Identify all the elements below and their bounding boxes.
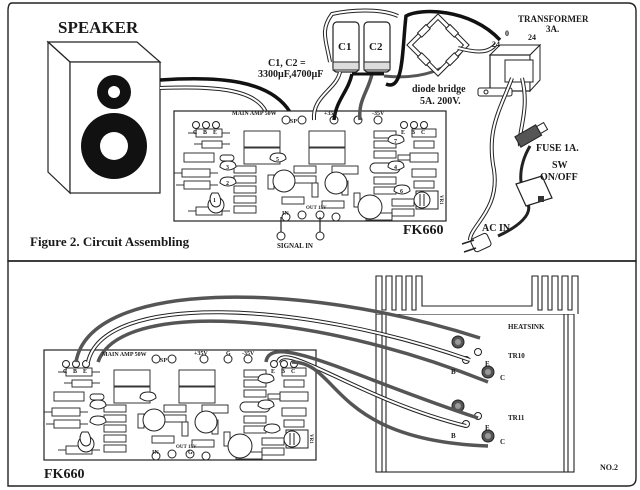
pcb-vr-label-bottom: VR1 bbox=[308, 434, 313, 444]
tr10-pin-e: E bbox=[485, 360, 490, 368]
signal-in-pad bbox=[276, 231, 286, 241]
tap-right-label: 24 bbox=[528, 33, 536, 42]
pcb-num-7: 7 bbox=[394, 139, 397, 145]
pcb-minus-v-label-bottom: -35V bbox=[242, 351, 255, 357]
tr10-pin-b: B bbox=[451, 368, 456, 376]
pcb-num-6: 6 bbox=[400, 189, 403, 195]
heatsink-icon bbox=[375, 275, 579, 473]
tr11-label: TR11 bbox=[508, 414, 525, 422]
board-name-bottom: FK660 bbox=[44, 467, 84, 482]
tap-mid-label: 0 bbox=[505, 29, 509, 38]
diode-bridge-label-2: 5A. 200V. bbox=[420, 96, 461, 107]
speaker-icon bbox=[46, 40, 162, 195]
tr11-pin-e: E bbox=[485, 424, 490, 432]
signal-g-pad bbox=[315, 231, 325, 241]
capacitor-label-1: C1, C2 = bbox=[268, 58, 306, 69]
pcb-board-top bbox=[173, 110, 447, 222]
signal-in-label: SIGNAL IN bbox=[277, 242, 313, 250]
transformer-label-2: 3A. bbox=[546, 24, 559, 34]
tap-left-label: 24 bbox=[492, 40, 500, 49]
fuse-icon bbox=[514, 121, 549, 148]
capacitor-c1 bbox=[332, 21, 360, 73]
pcb-out-label: OUT 15V bbox=[306, 206, 327, 211]
pcb-plus-v-label-bottom: +35V bbox=[194, 351, 208, 357]
bottom-panel-frame bbox=[7, 260, 637, 487]
transformer-label-1: TRANSFORMER bbox=[518, 14, 589, 24]
pcb-num-5: 5 bbox=[276, 157, 279, 163]
pcb-pin-c-left-bottom: C bbox=[63, 369, 67, 375]
pcb-pin-b-right: B bbox=[411, 130, 415, 136]
figure-caption: Figure 2. Circuit Assembling bbox=[30, 234, 190, 249]
tr11-pin-b: B bbox=[451, 432, 456, 440]
ac-in-label: AC IN bbox=[482, 223, 511, 234]
pcb-pin-b-right-bottom: B bbox=[281, 369, 285, 375]
pcb-pin-c-left: C bbox=[193, 130, 197, 136]
switch-icon bbox=[515, 175, 553, 207]
pcb-plus-v-label: +35V bbox=[324, 111, 338, 117]
pcb-g-pin-bottom: G bbox=[188, 450, 193, 456]
pcb-pin-e-right: E bbox=[401, 130, 405, 136]
pcb-title-bottom: MAIN AMP 50W bbox=[102, 352, 147, 358]
pcb-vr-label: VR1 bbox=[438, 195, 443, 205]
pcb-title: MAIN AMP 50W bbox=[232, 111, 277, 117]
c2-label: C2 bbox=[369, 41, 383, 53]
tr10-label: TR10 bbox=[508, 352, 525, 360]
pcb-pin-b-left: B bbox=[203, 130, 207, 136]
pcb-pin-b-left-bottom: B bbox=[73, 369, 77, 375]
speaker-label: SPEAKER bbox=[58, 18, 139, 37]
pcb-pin-e-left-bottom: E bbox=[83, 369, 87, 375]
c1-label: C1 bbox=[338, 41, 351, 53]
pcb-sp-label-bottom: SP bbox=[160, 358, 167, 364]
pcb-num-3: 3 bbox=[226, 165, 229, 171]
heatsink-label: HEATSINK bbox=[508, 323, 545, 331]
pcb-g-label-bottom: G bbox=[226, 351, 231, 357]
ac-plug-icon bbox=[461, 232, 492, 253]
switch-label-2: ON/OFF bbox=[540, 172, 578, 183]
pcb-in-label-bottom: IN bbox=[152, 450, 159, 456]
pcb-pin-e-left: E bbox=[213, 130, 217, 136]
pcb-num-1: 1 bbox=[213, 198, 216, 204]
tr10-pin-c: C bbox=[500, 374, 505, 382]
pcb-minus-v-label: -35V bbox=[372, 111, 385, 117]
pcb-in-label: IN bbox=[282, 211, 289, 217]
fuse-label: FUSE 1A. bbox=[536, 143, 579, 154]
diode-bridge-icon bbox=[406, 13, 470, 77]
capacitor-c2 bbox=[363, 21, 391, 73]
switch-label-1: SW bbox=[552, 160, 568, 171]
pcb-out-label-bottom: OUT 15V bbox=[176, 445, 197, 450]
page-number: NO.2 bbox=[600, 463, 618, 472]
pcb-num-4: 4 bbox=[394, 165, 397, 171]
pcb-pin-c-right: C bbox=[421, 130, 425, 136]
pcb-num-2: 2 bbox=[226, 181, 229, 187]
tr11-pin-c: C bbox=[500, 438, 505, 446]
pcb-pin-e-right-bottom: E bbox=[271, 369, 275, 375]
board-name-top: FK660 bbox=[403, 223, 443, 238]
pcb-sp-label: SP bbox=[290, 119, 297, 125]
pcb-board-bottom bbox=[43, 349, 317, 461]
diode-bridge-label-1: diode bridge bbox=[412, 84, 466, 95]
capacitor-label-2: 3300µF,4700µF bbox=[258, 69, 323, 80]
pcb-pin-c-right-bottom: C bbox=[291, 369, 295, 375]
